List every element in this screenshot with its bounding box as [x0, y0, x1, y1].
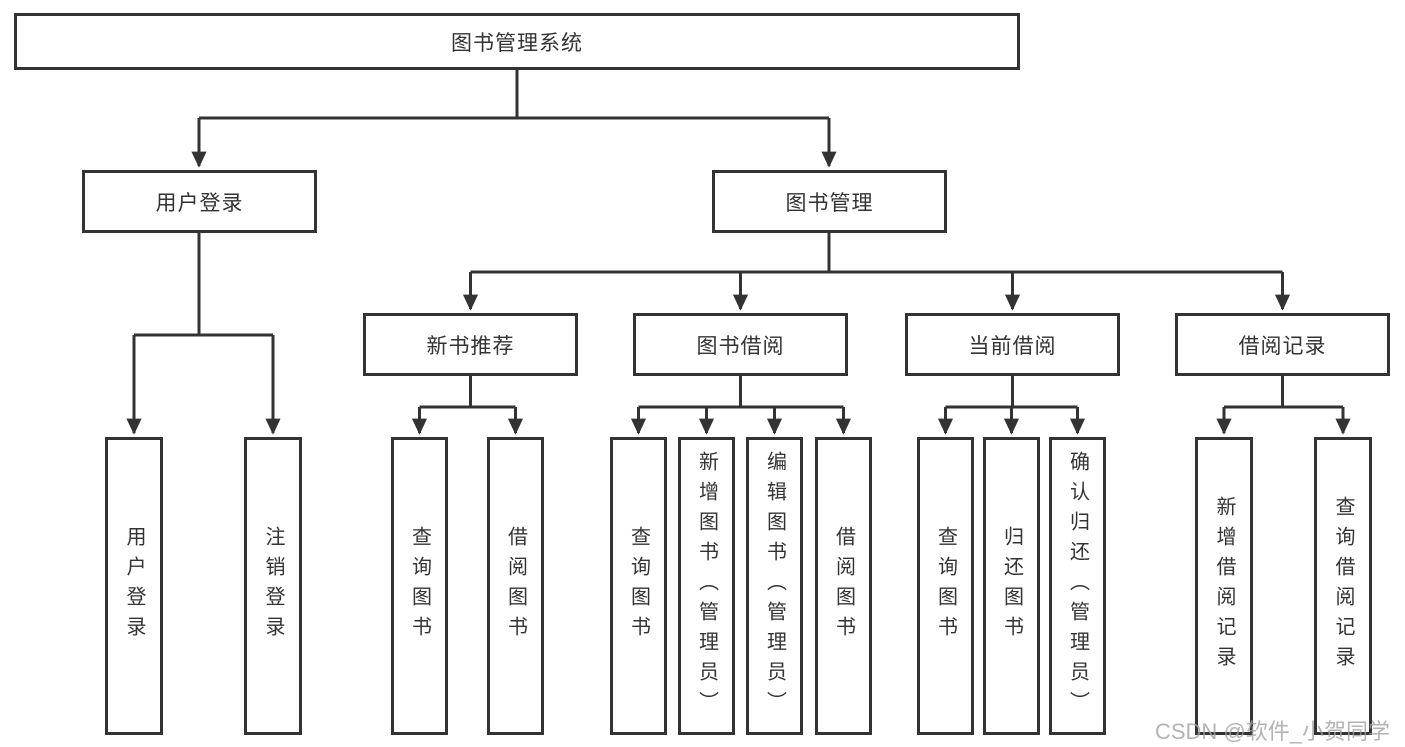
- node-label: 编辑图书（管理员）: [763, 451, 786, 721]
- node-leaf-edit-book-admin: 编辑图书（管理员）: [746, 437, 803, 735]
- node-label: 查询图书: [408, 526, 431, 646]
- node-label: 确认归还（管理员）: [1066, 451, 1089, 721]
- node-leaf-borrow-book: 借阅图书: [487, 437, 544, 735]
- node-label: 查询图书: [627, 526, 650, 646]
- node-leaf-return-book: 归还图书: [983, 437, 1040, 735]
- node-label: 图书借阅: [696, 334, 785, 358]
- node-leaf-query-book: 查询图书: [917, 437, 974, 735]
- node-label: 图书管理系统: [451, 31, 583, 55]
- node-leaf-logout: 注销登录: [244, 437, 302, 735]
- node-borrow-record: 借阅记录: [1175, 313, 1390, 376]
- node-leaf-user-login: 用户登录: [105, 437, 163, 735]
- node-label: 查询借阅记录: [1332, 496, 1354, 676]
- node-label: 归还图书: [1000, 526, 1023, 646]
- node-new-book-recommend: 新书推荐: [363, 313, 578, 376]
- node-label: 当前借阅: [968, 334, 1057, 358]
- node-label: 借阅图书: [504, 526, 527, 646]
- node-label: 新增图书（管理员）: [695, 451, 718, 721]
- node-user-login-branch: 用户登录: [82, 170, 317, 233]
- node-book-borrow: 图书借阅: [633, 313, 848, 376]
- node-label: 注销登录: [262, 526, 284, 646]
- node-book-management-branch: 图书管理: [712, 170, 947, 233]
- node-leaf-query-borrow-record: 查询借阅记录: [1314, 437, 1372, 735]
- node-leaf-borrow-book: 借阅图书: [815, 437, 872, 735]
- node-label: 借阅图书: [832, 526, 855, 646]
- node-label: 用户登录: [123, 526, 145, 646]
- node-leaf-add-book-admin: 新增图书（管理员）: [678, 437, 735, 735]
- node-label: 查询图书: [934, 526, 957, 646]
- node-label: 新增借阅记录: [1213, 496, 1235, 676]
- node-label: 新书推荐: [426, 334, 515, 358]
- node-leaf-confirm-return-admin: 确认归还（管理员）: [1049, 437, 1106, 735]
- node-label: 用户登录: [155, 191, 244, 215]
- node-current-borrow: 当前借阅: [905, 313, 1120, 376]
- node-leaf-query-book: 查询图书: [391, 437, 448, 735]
- node-label: 图书管理: [785, 191, 874, 215]
- csdn-watermark: CSDN @软件_小贺同学: [1154, 719, 1390, 744]
- node-label: 借阅记录: [1238, 334, 1327, 358]
- node-root-system: 图书管理系统: [14, 13, 1020, 70]
- node-leaf-query-book: 查询图书: [610, 437, 667, 735]
- node-leaf-add-borrow-record: 新增借阅记录: [1195, 437, 1253, 735]
